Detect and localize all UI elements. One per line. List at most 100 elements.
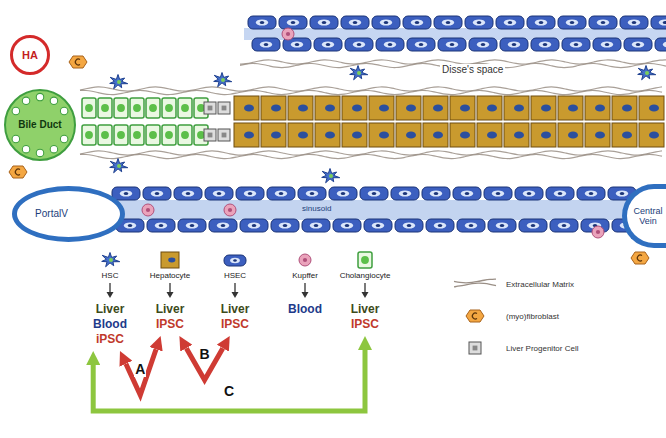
endothelial-cell — [252, 38, 280, 51]
endothelial-nucleolus — [279, 192, 283, 195]
endothelial-nucleolus — [438, 224, 442, 227]
hepatocyte-cell — [396, 123, 421, 147]
myofibroblast-symbol — [631, 252, 649, 264]
duct-epithelial-cell — [36, 93, 43, 100]
endothelial-nucleolus — [562, 224, 566, 227]
endothelial-nucleus — [527, 222, 539, 228]
endothelial-cell — [531, 38, 559, 51]
legend-text: Extracellular Matrix — [506, 280, 574, 289]
artery-circle: HA — [10, 35, 50, 75]
legend-row: Liver Progenitor Cell — [452, 332, 578, 364]
duct-epithelial-cell — [50, 97, 57, 104]
hepatocyte-nucleus — [379, 131, 389, 138]
endothelial-cell — [240, 219, 268, 232]
origin-arrow-head — [107, 292, 114, 298]
hepatocyte-cell — [161, 252, 179, 268]
cholangiocyte-nucleus — [85, 104, 93, 112]
cell-icon — [158, 250, 182, 270]
endothelial-nucleus — [318, 19, 330, 25]
progenitor-nucleus — [473, 346, 478, 351]
hepatocyte-cell — [639, 96, 664, 120]
transition-arrow — [93, 350, 365, 411]
cholangiocyte-cell — [82, 98, 96, 118]
hepatocyte-cell — [612, 123, 637, 147]
endothelial-cell — [395, 219, 423, 232]
bile-duct-circle: Bile Duct — [4, 89, 76, 161]
hepatocyte-cell — [369, 123, 394, 147]
origin-arrow-shaft — [364, 283, 365, 293]
hepatocyte-nucleus — [460, 131, 470, 138]
stellate-cell — [322, 169, 340, 183]
endothelial-cell — [345, 38, 373, 51]
endothelial-nucleolus — [345, 224, 349, 227]
endothelial-cell — [224, 255, 246, 266]
cholangiocyte-cell — [178, 125, 192, 145]
hepatocyte-nucleus — [514, 104, 524, 111]
duct-epithelial-cell — [12, 135, 19, 142]
endothelial-nucleus — [372, 222, 384, 228]
cholangiocyte-nucleus — [181, 104, 189, 112]
cholangiocyte-cell — [162, 125, 176, 145]
endothelial-nucleolus — [407, 224, 411, 227]
cholangiocyte-nucleus — [85, 131, 93, 139]
legend-row: (myo)fibroblast — [452, 300, 578, 332]
myofibroblast-mark — [15, 169, 20, 175]
endothelial-nucleolus — [620, 192, 624, 195]
endothelial-nucleus — [217, 222, 229, 228]
extracellular-matrix — [80, 90, 662, 94]
endothelial-nucleus — [384, 41, 396, 47]
cholangiocyte-nucleus — [117, 131, 125, 139]
hepatocyte-nucleus — [298, 131, 308, 138]
endothelial-cell — [360, 187, 388, 200]
cholangiocyte-nucleus — [133, 131, 141, 139]
legend-text: Liver Progenitor Cell — [506, 344, 578, 353]
endothelial-nucleolus — [446, 21, 450, 24]
cell-type-label: Cholangiocyte — [340, 270, 391, 281]
hepatocyte-cell — [585, 123, 610, 147]
endothelial-nucleus — [230, 258, 240, 263]
endothelial-nucleus — [632, 41, 644, 47]
endothelial-nucleus — [415, 41, 427, 47]
endothelial-nucleus — [244, 190, 256, 196]
endothelial-nucleus — [279, 222, 291, 228]
cell-type-label: Kupffer — [292, 270, 318, 281]
kupffer-cell — [299, 254, 311, 266]
endothelial-cell — [562, 38, 590, 51]
endothelial-nucleolus — [469, 224, 473, 227]
hepatocyte-nucleus — [568, 131, 578, 138]
endothelial-nucleus — [663, 41, 666, 47]
endothelial-nucleolus — [589, 192, 593, 195]
endothelial-nucleus — [337, 190, 349, 196]
endothelial-cell — [391, 187, 419, 200]
endothelial-nucleus — [601, 41, 613, 47]
cholangiocyte-cell — [130, 125, 144, 145]
vessel-label: Central Vein — [630, 206, 666, 227]
route-label: C — [223, 383, 235, 399]
endothelial-nucleolus — [357, 43, 361, 46]
endothelial-nucleus — [473, 19, 485, 25]
endothelial-cell — [546, 187, 574, 200]
cell-origin-column: CholangiocyteLiverIPSC — [337, 250, 394, 332]
extracellular-matrix-sample — [454, 283, 496, 287]
origin-label: Blood — [288, 302, 322, 317]
endothelial-cell — [589, 16, 617, 29]
kupffer-cell — [142, 204, 154, 216]
endothelial-cell — [651, 16, 666, 29]
endothelial-nucleus — [403, 222, 415, 228]
endothelial-nucleus — [186, 222, 198, 228]
kupffer-cell — [282, 28, 294, 40]
endothelial-nucleus — [256, 19, 268, 25]
hepatocyte-nucleus — [271, 104, 281, 111]
endothelial-nucleolus — [295, 43, 299, 46]
hepatocyte-nucleus — [244, 131, 254, 138]
stellate-cell — [110, 159, 128, 173]
origin-arrow-head — [167, 292, 174, 298]
cholangiocyte-cell — [178, 98, 192, 118]
cholangiocyte-cell — [146, 125, 160, 145]
hepatocyte-cell — [477, 123, 502, 147]
hepatocyte-cell — [558, 96, 583, 120]
endothelial-nucleus — [124, 222, 136, 228]
cell-icon — [293, 250, 317, 270]
endothelial-nucleus — [260, 41, 272, 47]
endothelial-nucleolus — [663, 21, 666, 24]
